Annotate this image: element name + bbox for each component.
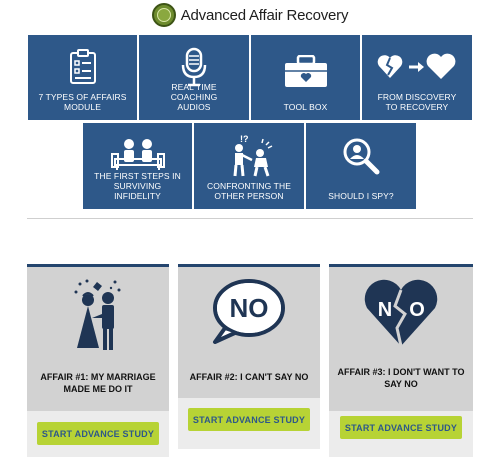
start-advance-study-button[interactable]: START ADVANCE STUDY (188, 408, 310, 431)
tile-coaching-audios[interactable]: REAL TIME COACHING AUDIOS (139, 35, 249, 120)
tile-should-i-spy[interactable]: SHOULD I SPY? (306, 123, 416, 209)
svg-text:!?: !? (240, 134, 249, 144)
no-speech-bubble-icon: NO (213, 279, 285, 344)
tile-label: TOOL BOX (283, 102, 328, 112)
toolbox-icon (284, 55, 327, 87)
microphone-icon (181, 47, 207, 87)
start-advance-study-button[interactable]: START ADVANCE STUDY (340, 416, 462, 439)
tile-discovery-to-recovery[interactable]: FROM DISCOVERY TO RECOVERY (362, 35, 472, 120)
start-advance-study-button[interactable]: START ADVANCE STUDY (37, 422, 159, 445)
confrontation-icon: !? (233, 134, 273, 177)
brand-title[interactable]: Advanced Affair Recovery (180, 6, 349, 24)
affair-card-1: AFFAIR #1: MY MARRIAGE MADE ME DO IT STA… (27, 264, 169, 457)
bubble-no-text: NO (230, 293, 269, 323)
section-divider (27, 218, 473, 219)
header: Advanced Affair Recovery (0, 0, 500, 30)
tile-label: SHOULD I SPY? (328, 191, 394, 201)
tile-label: CONFRONTING THE OTHER PERSON (207, 181, 291, 201)
couple-on-couch-icon (110, 139, 165, 170)
tile-label: 7 TYPES OF AFFAIRS MODULE (38, 92, 127, 112)
card-title: AFFAIR #3: I DON'T WANT TO SAY NO (337, 367, 465, 389)
broken-heart-no-icon: N O (364, 279, 438, 347)
tile-label: REAL TIME COACHING AUDIOS (170, 82, 218, 112)
tile-confronting[interactable]: !? CONFRONTING THE OTHER PERSON (194, 123, 304, 209)
tile-label: THE FIRST STEPS IN SURVIVING INFIDELITY (94, 171, 181, 201)
card-title: AFFAIR #2: I CAN'T SAY NO (189, 372, 309, 382)
tile-types-of-affairs[interactable]: 7 TYPES OF AFFAIRS MODULE (28, 35, 137, 120)
magnifier-person-icon (343, 138, 380, 175)
bride-groom-icon (74, 279, 121, 350)
heart-letter-o: O (409, 299, 425, 321)
card-title: AFFAIR #1: MY MARRIAGE MADE ME DO IT (40, 372, 156, 394)
tile-first-steps[interactable]: THE FIRST STEPS IN SURVIVING INFIDELITY (83, 123, 192, 209)
clipboard-list-icon (69, 49, 96, 84)
affair-card-3: N O AFFAIR #3: I DON'T WANT TO SAY NO ST… (329, 264, 473, 457)
tile-tool-box[interactable]: TOOL BOX (251, 35, 360, 120)
logo-seal-icon[interactable] (151, 3, 176, 27)
broken-heart-to-heart-icon (377, 53, 456, 79)
tile-label: FROM DISCOVERY TO RECOVERY (377, 92, 457, 112)
heart-letter-n: N (378, 299, 392, 321)
affair-card-2: NO AFFAIR #2: I CAN'T SAY NO START ADVAN… (178, 264, 320, 449)
